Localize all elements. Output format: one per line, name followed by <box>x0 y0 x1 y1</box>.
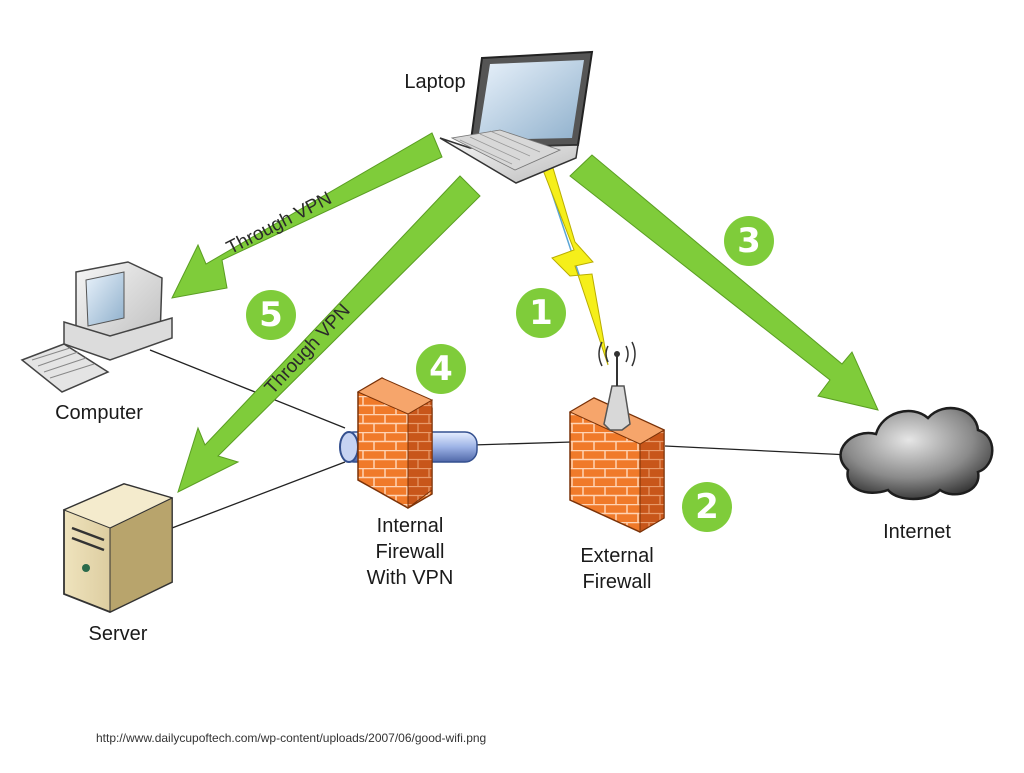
step-badge-4: 4 <box>416 344 466 394</box>
laptop-icon <box>439 50 594 184</box>
internet-label: Internet <box>883 521 951 543</box>
server-label: Server <box>88 623 148 645</box>
internal-firewall-icon <box>339 377 478 509</box>
step-badge-3: 3 <box>724 216 774 266</box>
source-url: http://www.dailycupoftech.com/wp-content… <box>96 731 487 745</box>
arrow-laptop-to-computer <box>171 132 443 299</box>
external-firewall-label-line-2: Firewall <box>582 571 652 593</box>
link-computer-internal-firewall <box>149 349 346 429</box>
wireless-link <box>542 167 609 366</box>
external-firewall-icon <box>568 341 666 533</box>
step-badge-5: 5 <box>246 290 296 340</box>
arrow-laptop-to-internet <box>569 154 879 411</box>
laptop-label: Laptop <box>404 71 466 93</box>
access-point-icon <box>603 385 631 431</box>
internet-cloud-icon <box>839 406 994 501</box>
external-firewall-label-line-1: External <box>580 545 654 567</box>
internal-firewall-label-line-3: With VPN <box>366 567 454 589</box>
computer-icon <box>20 261 173 393</box>
internal-firewall-label-line-1: Internal <box>376 515 444 537</box>
lightning-bolt-icon <box>542 167 609 366</box>
link-server-internal-firewall <box>171 461 346 529</box>
step-badge-1: 1 <box>516 288 566 338</box>
computer-label: Computer <box>55 402 143 424</box>
connections <box>149 349 851 529</box>
step-badge-2: 2 <box>682 482 732 532</box>
arrows <box>171 132 879 493</box>
server-icon <box>62 483 174 613</box>
link-internal-external-firewall <box>471 441 573 446</box>
link-external-firewall-internet <box>664 445 851 456</box>
internal-firewall-label-line-2: Firewall <box>375 541 445 563</box>
arrow-laptop-to-server <box>177 175 481 493</box>
